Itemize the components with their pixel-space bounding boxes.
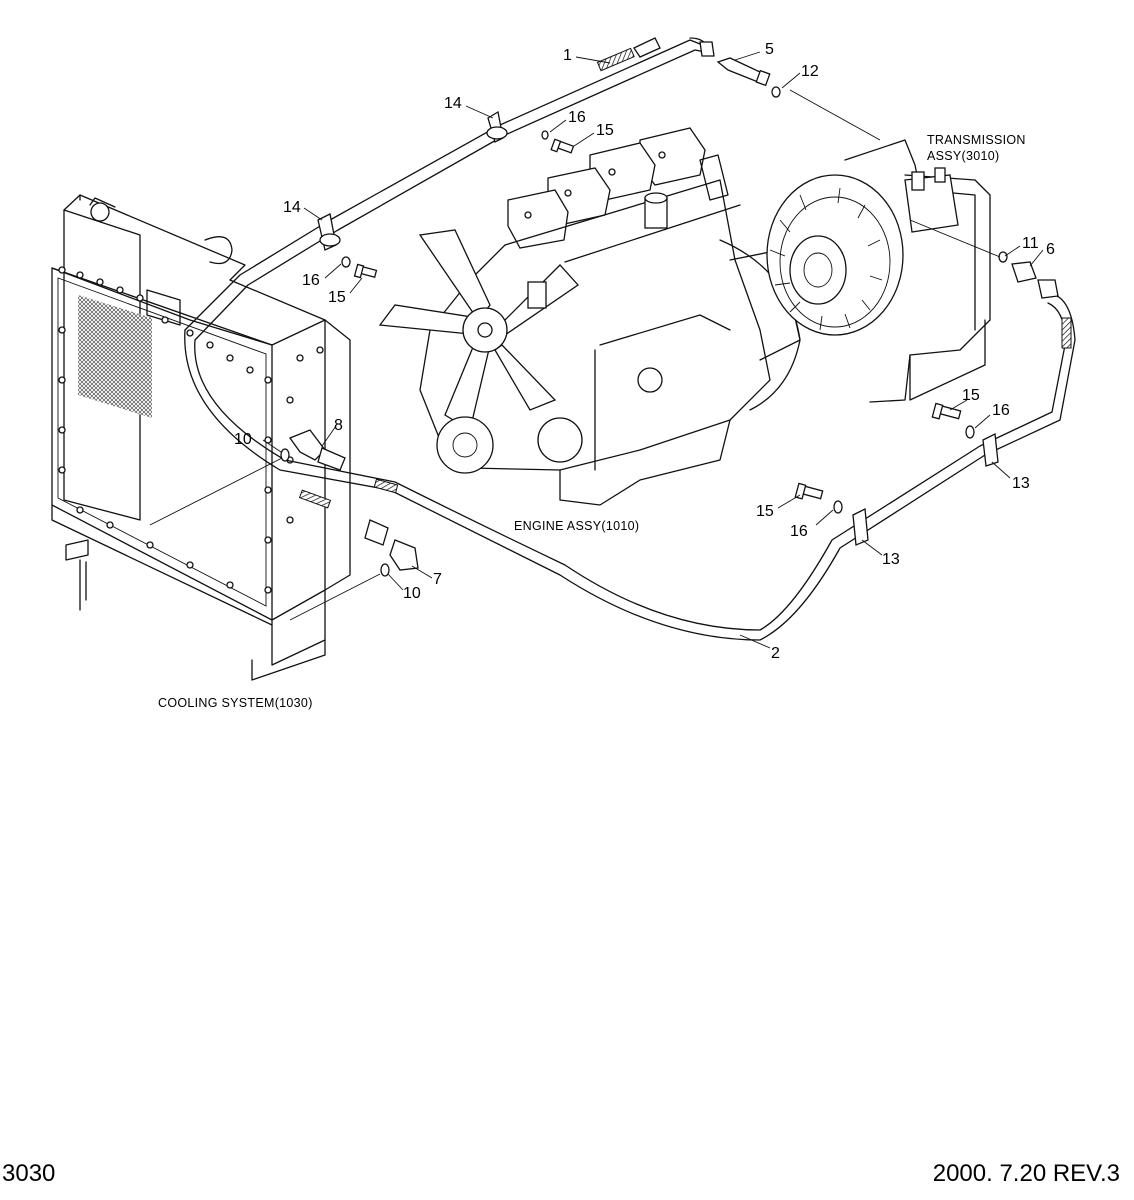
callout-8: 8 (334, 417, 343, 434)
callout-16-lower: 16 (790, 523, 808, 540)
callout-15-left: 15 (328, 289, 346, 306)
callout-15-upper: 15 (596, 122, 614, 139)
callout-6: 6 (1046, 241, 1055, 258)
washer-16-b (341, 256, 351, 268)
bolt-15-b (353, 263, 378, 279)
callout-16-right: 16 (992, 402, 1010, 419)
revision-date: 2000. 7.20 REV.3 (932, 1160, 1120, 1187)
callout-11: 11 (1022, 235, 1039, 252)
label-engine: ENGINE ASSY(1010) (514, 519, 639, 533)
hose-1 (184, 37, 715, 341)
callout-14-lower: 14 (283, 199, 301, 216)
callout-16-upper: 16 (568, 109, 586, 126)
callout-12: 12 (801, 63, 819, 80)
callout-7: 7 (433, 571, 442, 588)
callout-2: 2 (771, 645, 780, 662)
callout-1: 1 (563, 47, 572, 64)
hose-2 (184, 294, 1076, 641)
washer-16-c (965, 425, 975, 439)
washer-16-a (541, 130, 549, 140)
transmission-assembly (766, 139, 991, 403)
callout-14-upper: 14 (444, 95, 462, 112)
connector-6 (1011, 261, 1059, 299)
callout-16-left: 16 (302, 272, 320, 289)
radiator-assembly (51, 194, 351, 681)
callout-numbers: 1 5 12 14 16 15 14 16 15 11 6 15 16 13 1… (234, 41, 1055, 662)
fan-icon (378, 229, 579, 432)
clamp-14-upper (486, 110, 508, 143)
label-transmission-line1: TRANSMISSION (927, 133, 1026, 147)
engine-assembly (378, 127, 801, 506)
callout-13-right: 13 (1012, 475, 1030, 492)
o-ring-10-upper (280, 448, 290, 462)
clamp-14-lower (317, 213, 341, 251)
bolt-15-a (550, 138, 575, 154)
o-ring-11 (998, 251, 1008, 263)
elbow-8 (288, 429, 346, 471)
elbow-7 (364, 519, 419, 571)
o-ring-12 (771, 86, 781, 98)
label-transmission-line2: ASSY(3010) (927, 149, 999, 163)
callout-13-lower: 13 (882, 551, 900, 568)
page-number: 3030 (2, 1160, 56, 1187)
callout-5: 5 (765, 41, 774, 58)
radiator-cap-icon (90, 202, 110, 222)
clamp-13-lower (852, 507, 869, 546)
o-ring-10-lower (380, 563, 390, 577)
callout-15-lower: 15 (756, 503, 774, 520)
label-cooling-system: COOLING SYSTEM(1030) (158, 696, 313, 710)
bolt-15-c (931, 402, 962, 420)
callout-10-upper: 10 (234, 431, 252, 448)
pulley-icon (436, 416, 494, 474)
clamp-13-right (982, 432, 999, 467)
bolt-15-d (794, 482, 824, 500)
leader-lines (149, 51, 1044, 649)
callout-10-lower: 10 (403, 585, 421, 602)
washer-16-d (833, 500, 843, 514)
callout-15-right: 15 (962, 387, 980, 404)
connector-5 (716, 57, 771, 87)
